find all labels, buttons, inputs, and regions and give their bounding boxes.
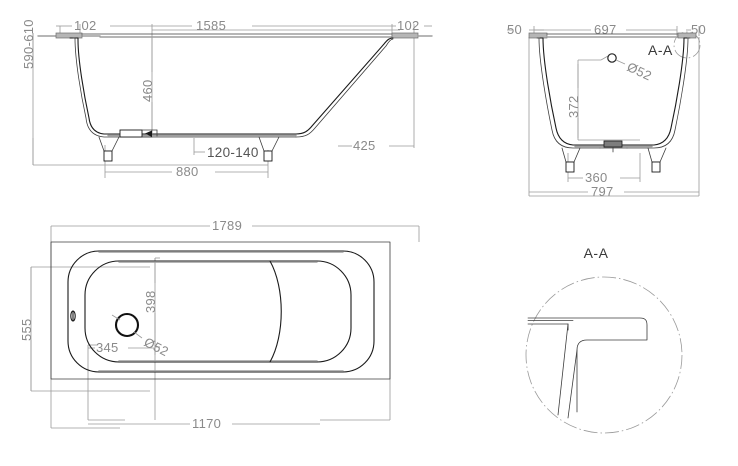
dim-plan-overall-width: 555	[19, 267, 34, 391]
side-elevation-geometry	[37, 32, 433, 162]
detail-aa-geometry	[527, 317, 648, 419]
dim-front-overall-width: 797	[529, 184, 699, 199]
dim-front-inner-depth: 372	[566, 64, 581, 138]
view-detail-aa: A-A	[525, 245, 683, 434]
dim-side-left-rim: 102	[56, 18, 152, 33]
dim-label-345: 345	[96, 340, 119, 355]
plan-seat-curve	[269, 260, 282, 363]
plan-outer-rect	[50, 241, 391, 380]
dim-side-slope-run: 425	[338, 138, 414, 153]
dim-label-398: 398	[143, 290, 158, 313]
dim-label-1789: 1789	[212, 218, 242, 233]
view-front-elevation: 50 697 50 372	[507, 22, 706, 199]
dim-front-foot-spacing: 360	[568, 170, 640, 185]
dim-label-drain-dia-front: Ø52	[625, 59, 654, 83]
dim-label-460: 460	[140, 79, 155, 102]
dim-label-880: 880	[176, 164, 199, 179]
dim-side-height: 590-610	[21, 19, 36, 165]
dim-front-left-rim: 50	[507, 22, 522, 37]
dim-label-797: 797	[591, 184, 614, 199]
dim-side-overall-length: 1585	[152, 18, 392, 33]
plan-rim-outline	[67, 250, 375, 373]
dim-side-right-rim: 102	[392, 18, 432, 33]
detail-label-aa: A-A	[584, 245, 609, 261]
dim-label-372: 372	[566, 95, 581, 118]
view-plan: 1789 555 398 345	[19, 218, 420, 431]
dim-label-120-140: 120-140	[207, 145, 259, 160]
detail-aa-boundary	[525, 276, 683, 434]
dim-side-inner-depth: 460	[140, 38, 155, 133]
dim-label-front-left-50: 50	[507, 22, 522, 37]
dim-plan-overall-length: 1789	[51, 218, 419, 233]
view-side-elevation: 102 1585 102 590-610	[21, 18, 433, 179]
dim-label-555: 555	[19, 318, 34, 341]
drain-callout-front: Ø52	[600, 53, 654, 83]
dim-label-425: 425	[353, 138, 376, 153]
dim-side-foot-height: 120-140	[194, 145, 259, 160]
dim-label-height-590-610: 590-610	[21, 19, 36, 69]
dim-front-inner-width: 697	[534, 22, 677, 37]
dim-plan-inner-length: 1170	[88, 416, 320, 431]
plan-basin-outline	[84, 260, 352, 363]
dim-label-697: 697	[594, 22, 617, 37]
section-label-aa-front: A-A	[648, 42, 673, 58]
dim-plan-drain-from-end: 398	[143, 258, 158, 333]
dim-label-360: 360	[585, 170, 608, 185]
dim-side-foot-spacing: 880	[105, 164, 268, 179]
front-elevation-extension-lines	[528, 26, 700, 197]
dim-label-1170: 1170	[192, 416, 221, 431]
plan-overflow-slot	[70, 310, 76, 322]
detail-callout-circle	[673, 31, 701, 59]
front-elevation-geometry	[528, 32, 697, 173]
dim-label-drain-dia-plan: Ø52	[142, 334, 172, 359]
drain-callout-plan: Ø52	[111, 312, 172, 359]
dim-label-overall-1585: 1585	[196, 18, 226, 33]
dim-label-right-rim: 102	[397, 18, 420, 33]
dim-label-left-rim: 102	[74, 18, 97, 33]
